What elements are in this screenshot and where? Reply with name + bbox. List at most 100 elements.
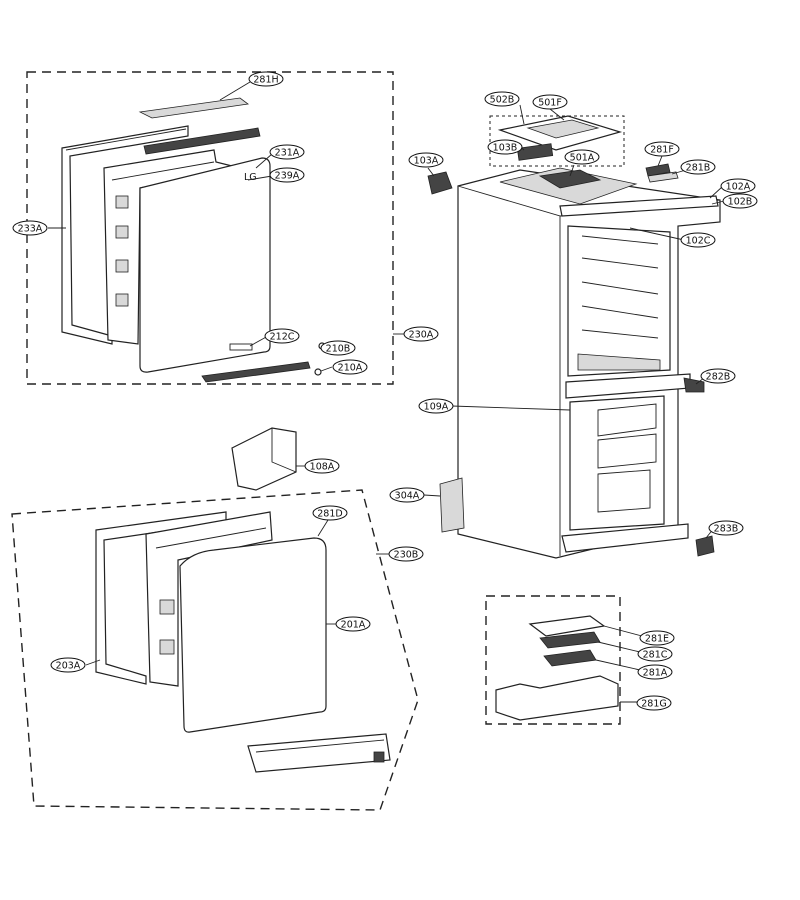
top-cover-group-boundary xyxy=(489,115,625,167)
callout-text: 281G xyxy=(641,698,667,709)
leg-283B xyxy=(695,535,715,557)
door-top-trim-281H xyxy=(138,97,250,119)
fridge-door-group: LG xyxy=(26,71,404,385)
callout-text: 281D xyxy=(317,508,342,519)
callout-bubble xyxy=(335,616,371,632)
callout-bubble xyxy=(332,359,368,375)
callout-text: 502B xyxy=(490,94,515,105)
callout-103b: 103B xyxy=(487,139,523,155)
part-103A xyxy=(427,171,453,195)
callout-bubble xyxy=(720,178,756,194)
freezer-door-group-boundary xyxy=(11,489,419,811)
part-281A xyxy=(543,649,597,667)
callout-text: 201A xyxy=(341,619,366,630)
vent-103B xyxy=(516,143,554,161)
callout-230a: 230A xyxy=(403,326,439,342)
callout-text: 501F xyxy=(538,97,562,108)
callout-bubble xyxy=(700,368,736,384)
callout-bubble xyxy=(269,167,305,183)
callout-text: 501A xyxy=(570,152,595,163)
callout-bubble xyxy=(388,546,424,562)
drawer-parts-group xyxy=(485,595,643,725)
callout-text: 109A xyxy=(424,401,449,412)
callout-109a: 109A xyxy=(418,398,454,414)
callout-bubble xyxy=(637,664,673,680)
callout-108a: 108A xyxy=(304,458,340,474)
callout-text: 281H xyxy=(253,74,278,85)
callout-239a: 239A xyxy=(269,167,305,183)
callout-102c: 102C xyxy=(680,232,716,248)
callout-201a: 201A xyxy=(335,616,371,632)
fridge-door-panel xyxy=(139,157,271,373)
fridge-compartment xyxy=(567,225,671,377)
callout-text: 233A xyxy=(18,223,43,234)
callout-bubble xyxy=(389,487,425,503)
callout-bubble xyxy=(12,220,48,236)
callout-text: 212C xyxy=(270,331,295,342)
front-trim-102A xyxy=(559,195,719,217)
freezer-door-gasket xyxy=(95,511,227,685)
cabinet-base xyxy=(561,523,689,553)
freezer-door-liner xyxy=(145,511,273,687)
callout-102b: 102B xyxy=(722,193,758,209)
callout-501a: 501A xyxy=(564,149,600,165)
callout-text: 102A xyxy=(726,181,751,192)
callout-text: 282B xyxy=(706,371,731,382)
callout-281e: 281E xyxy=(639,630,675,646)
callout-text: 281C xyxy=(643,649,668,660)
callout-text: 103B xyxy=(493,142,518,153)
callout-bubble xyxy=(564,149,600,165)
callout-281f: 281F xyxy=(644,141,680,157)
callout-text: 203A xyxy=(56,660,81,671)
callout-text: 102C xyxy=(686,235,711,246)
fridge-door-gasket xyxy=(61,125,189,345)
callout-304a: 304A xyxy=(389,487,425,503)
callout-text: 103A xyxy=(414,155,439,166)
callout-bubble xyxy=(418,398,454,414)
callout-bubble xyxy=(484,91,520,107)
callout-text: 231A xyxy=(275,147,300,158)
callout-210b: 210B xyxy=(320,340,356,356)
callout-230b: 230B xyxy=(388,546,424,562)
callout-281g: 281G xyxy=(636,695,672,711)
callout-203a: 203A xyxy=(50,657,86,673)
drawer-parts-group-boundary xyxy=(485,595,621,725)
callout-text: 230B xyxy=(394,549,419,560)
callout-bubble xyxy=(312,505,348,521)
callout-bubble xyxy=(248,71,284,87)
callout-bubble xyxy=(408,152,444,168)
callout-231a: 231A xyxy=(269,144,305,160)
callout-text: 281E xyxy=(645,633,669,644)
screw-210A xyxy=(314,368,322,376)
callout-233a: 233A xyxy=(12,220,48,236)
callout-text: 102B xyxy=(728,196,753,207)
part-281B xyxy=(647,171,679,183)
bracket-304A xyxy=(439,477,465,533)
callout-text: 210A xyxy=(338,362,363,373)
callout-502b: 502B xyxy=(484,91,520,107)
callout-bubble xyxy=(636,695,672,711)
callout-281a: 281A xyxy=(637,664,673,680)
callout-bubble xyxy=(304,458,340,474)
callout-281c: 281C xyxy=(637,646,673,662)
callout-text: 108A xyxy=(310,461,335,472)
callout-bubble xyxy=(264,328,300,344)
freezer-bottom-trim xyxy=(247,733,391,773)
bin-108A xyxy=(231,427,306,491)
callout-281b: 281B xyxy=(680,159,716,175)
callout-103a: 103A xyxy=(408,152,444,168)
callout-102a: 102A xyxy=(720,178,756,194)
callout-bubble xyxy=(708,520,744,536)
door-badge-212C xyxy=(229,343,253,351)
drawer-281G xyxy=(495,675,619,721)
cover-501A xyxy=(538,169,602,189)
callout-text: 304A xyxy=(395,490,420,501)
door-top-cap xyxy=(143,127,261,155)
callout-text: 281F xyxy=(650,144,674,155)
part-281C xyxy=(539,631,601,649)
callout-212c: 212C xyxy=(264,328,300,344)
callout-bubble xyxy=(637,646,673,662)
callout-210a: 210A xyxy=(332,359,368,375)
door-bottom-cap xyxy=(201,361,311,383)
